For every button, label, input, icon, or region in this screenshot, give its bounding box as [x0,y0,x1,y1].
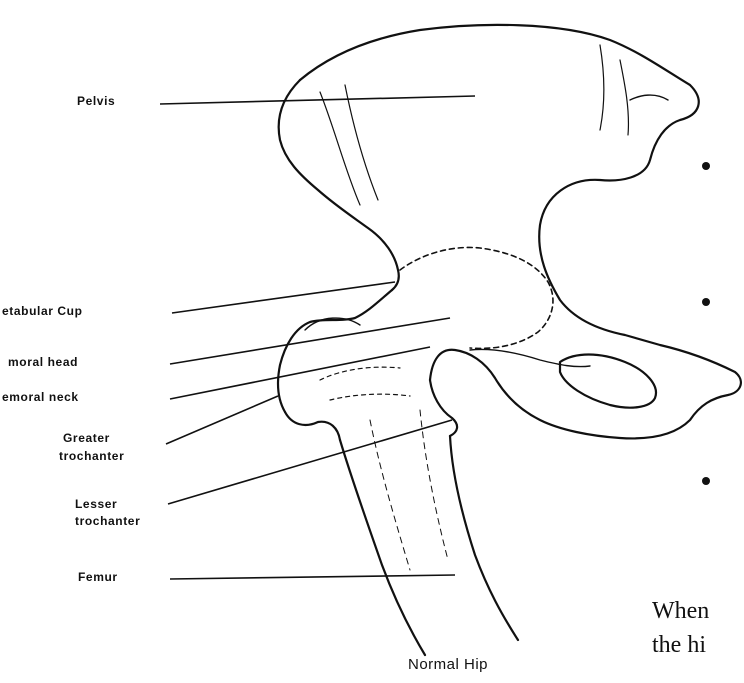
label-lesser-trochanter-line2: trochanter [75,514,140,529]
side-text-line2: the hi [652,630,706,660]
pelvis-outline [300,25,741,439]
label-lesser-trochanter-line1: Lesser [75,497,117,512]
label-greater-trochanter-line2: trochanter [59,449,124,464]
bullet-2 [702,298,710,306]
obturator-foramen [560,355,656,408]
femur-shaft-left [340,440,425,655]
label-pelvis: Pelvis [77,94,115,109]
diagram-caption: Normal Hip [408,656,488,673]
label-femoral-head: moral head [8,355,78,370]
label-femur: Femur [78,570,118,585]
femoral-head-outline [278,290,392,412]
side-text-line1: When [652,596,709,626]
bullet-3 [702,477,710,485]
leader-acetabular-cup [172,282,395,313]
bullet-1 [702,162,710,170]
leader-greater-trochanter [166,396,278,444]
leader-femur [170,575,455,579]
label-acetabular-cup: etabular Cup [2,304,83,319]
label-greater-trochanter-line1: Greater [63,431,110,446]
leader-femoral-neck [170,347,430,399]
femur-shaft-right [450,436,518,640]
leader-lesser-trochanter [168,420,452,504]
leader-pelvis [160,96,475,104]
label-femoral-neck: emoral neck [2,390,79,405]
